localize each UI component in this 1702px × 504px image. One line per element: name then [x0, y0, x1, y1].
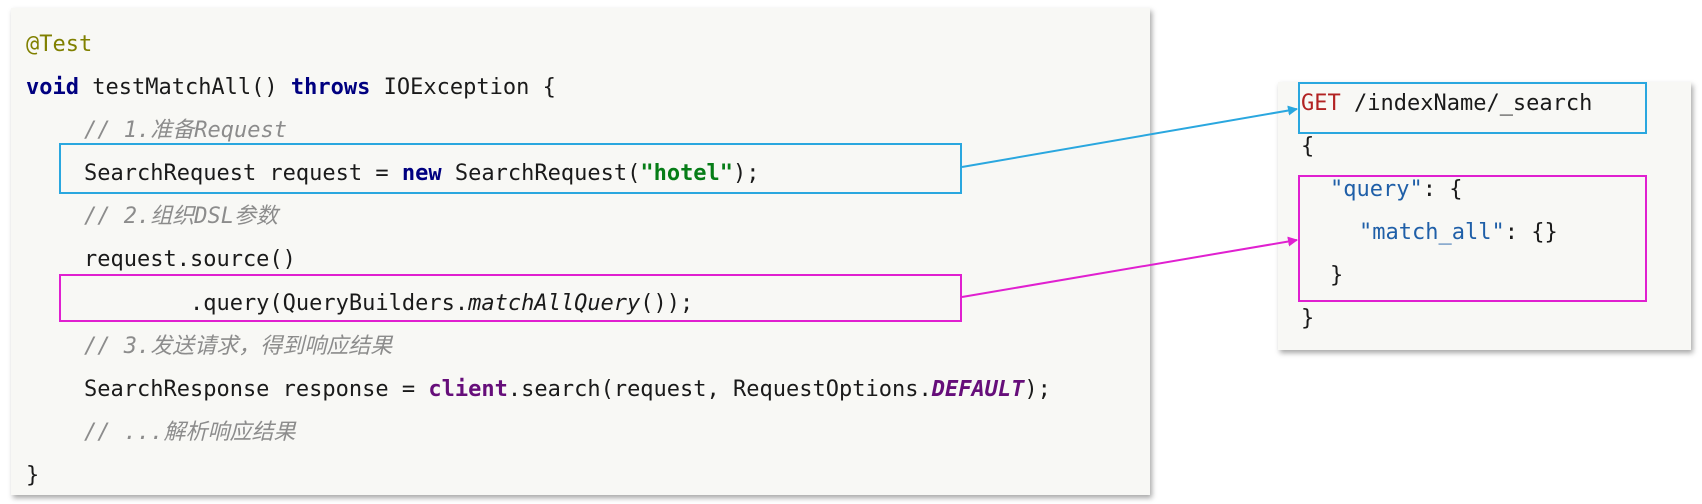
closing-brace: }	[26, 463, 40, 488]
search-request-line: SearchRequest request = new SearchReques…	[84, 161, 760, 186]
dsl-request-line: GET /indexName/_search	[1301, 91, 1593, 116]
java-code-panel: @Test void testMatchAll() throws IOExcep…	[11, 8, 1150, 495]
comment-send-request: // 3.发送请求，得到响应结果	[84, 334, 393, 359]
dsl-query-highlight	[1298, 175, 1647, 302]
query-arrow	[961, 236, 1298, 298]
method-signature: void testMatchAll() throws IOException {	[26, 75, 556, 100]
search-request-highlight	[59, 143, 962, 194]
dsl-request-panel: GET /indexName/_search { "query": { "mat…	[1278, 82, 1691, 350]
search-response-line: SearchResponse response = client.search(…	[84, 377, 1051, 402]
request-arrow	[961, 105, 1298, 168]
query-builder-line: .query(QueryBuilders.matchAllQuery());	[84, 291, 694, 316]
comment-prepare-request: // 1.准备Request	[84, 118, 287, 143]
dsl-close-brace: }	[1301, 306, 1315, 331]
dsl-match-all-line: "match_all": {}	[1359, 220, 1558, 245]
dsl-open-brace: {	[1301, 134, 1315, 159]
test-annotation: @Test	[26, 32, 93, 57]
query-highlight	[59, 274, 962, 322]
comment-parse-response: // ...解析响应结果	[84, 420, 296, 445]
dsl-query-close: }	[1330, 263, 1344, 288]
comment-build-dsl: // 2.组织DSL参数	[84, 204, 278, 229]
request-source-line: request.source()	[84, 247, 296, 272]
dsl-query-line: "query": {	[1330, 177, 1463, 202]
dsl-request-highlight	[1298, 82, 1647, 134]
